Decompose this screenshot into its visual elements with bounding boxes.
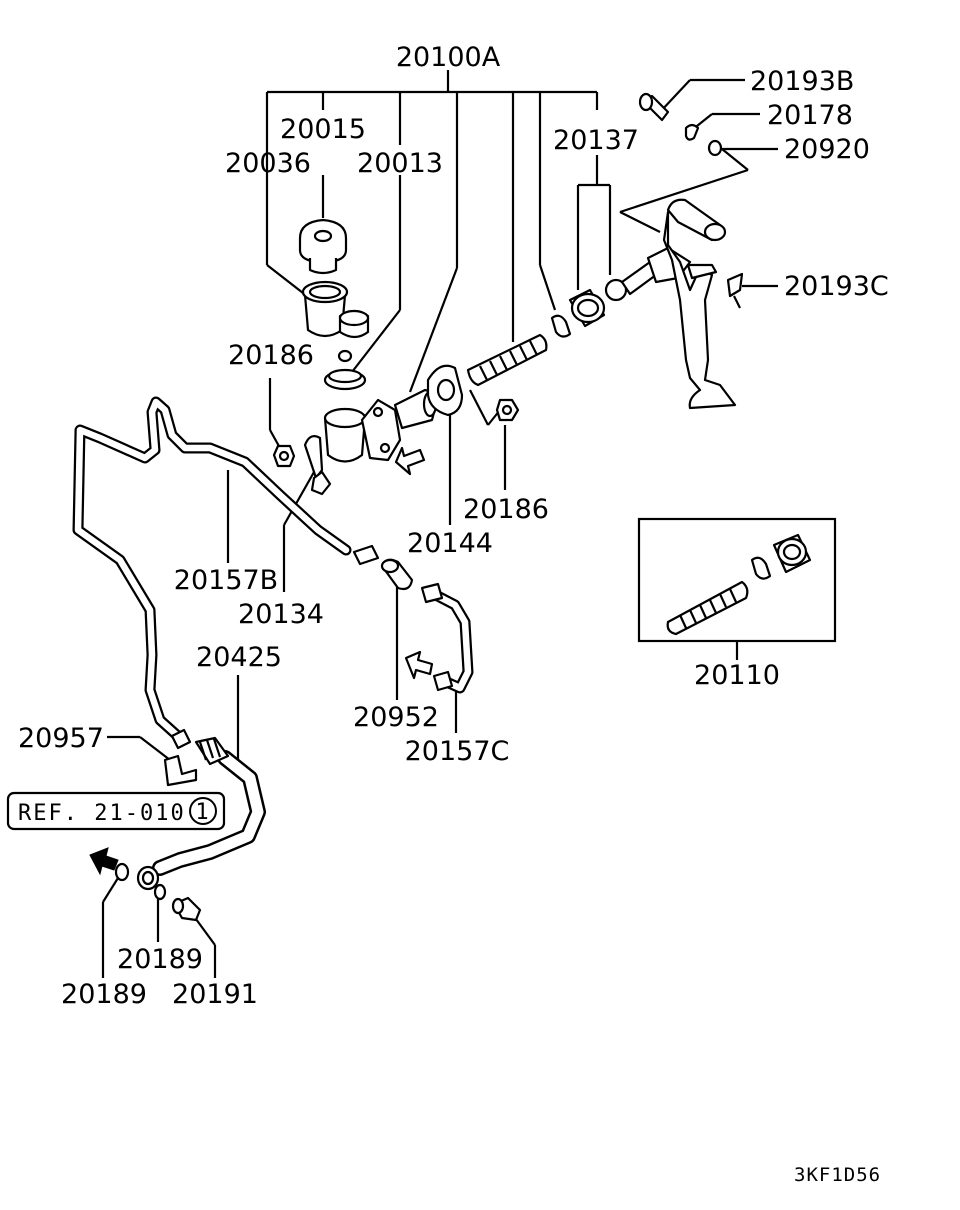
label-20920: 20920 <box>784 134 870 165</box>
hose-clip-part <box>163 754 198 787</box>
spring-clip-part <box>684 123 700 141</box>
label-20110: 20110 <box>694 660 780 691</box>
gasket-part <box>426 364 464 417</box>
drawing-code: 3KF1D56 <box>794 1164 881 1186</box>
label-20015: 20015 <box>280 114 366 145</box>
bracket-part <box>303 435 332 496</box>
union-bolt-part <box>171 896 202 922</box>
label-20137: 20137 <box>553 125 639 156</box>
label-20191: 20191 <box>172 979 258 1010</box>
direction-arrows <box>89 446 434 876</box>
label-20193b: 20193B <box>750 66 854 97</box>
label-20036: 20036 <box>225 148 311 179</box>
piston-spring-part <box>466 333 548 387</box>
label-20952: 20952 <box>353 702 439 733</box>
snap-pin-part <box>726 272 744 309</box>
reference-text: REF. 21-010 <box>18 801 186 826</box>
nut-part-right <box>495 398 520 422</box>
nut-part-left <box>272 444 296 468</box>
reference-box: REF. 21-010 1 <box>6 791 226 831</box>
label-20144: 20144 <box>407 528 493 559</box>
banjo-fitting-part <box>136 865 160 891</box>
pipe-fittings <box>170 544 454 766</box>
pipe-20157c <box>424 586 474 694</box>
grommet-part <box>323 309 370 391</box>
boot-part <box>568 288 606 328</box>
label-20178: 20178 <box>767 100 853 131</box>
label-20013: 20013 <box>357 148 443 179</box>
clutch-pedal-part <box>662 198 737 410</box>
label-20189-mid: 20189 <box>117 944 203 975</box>
label-20193c: 20193C <box>784 271 889 302</box>
reference-number: 1 <box>195 800 210 825</box>
label-20157b: 20157B <box>174 565 278 596</box>
hose-20425 <box>152 750 266 876</box>
reservoir-cap-part <box>298 218 348 275</box>
reservoir-part <box>301 280 349 338</box>
joint-part <box>380 558 414 591</box>
part-labels: 20100A 20015 20036 20013 20137 20193B 20… <box>18 42 889 1186</box>
label-20186-left: 20186 <box>228 340 314 371</box>
washer-part-top <box>707 139 723 157</box>
washer-part-left <box>114 862 130 882</box>
label-20186-right: 20186 <box>463 494 549 525</box>
clevis-pin-part <box>638 92 670 122</box>
washer-part-mid <box>153 883 167 901</box>
label-20189-left: 20189 <box>61 979 147 1010</box>
label-20157c: 20157C <box>405 736 510 767</box>
label-20425: 20425 <box>196 642 282 673</box>
pipe-20157b <box>72 396 352 744</box>
retaining-clip-part <box>550 314 572 338</box>
label-20100a: 20100A <box>396 42 501 73</box>
kit-box-20110 <box>637 517 837 643</box>
label-20134: 20134 <box>238 599 324 630</box>
label-20957: 20957 <box>18 723 104 754</box>
